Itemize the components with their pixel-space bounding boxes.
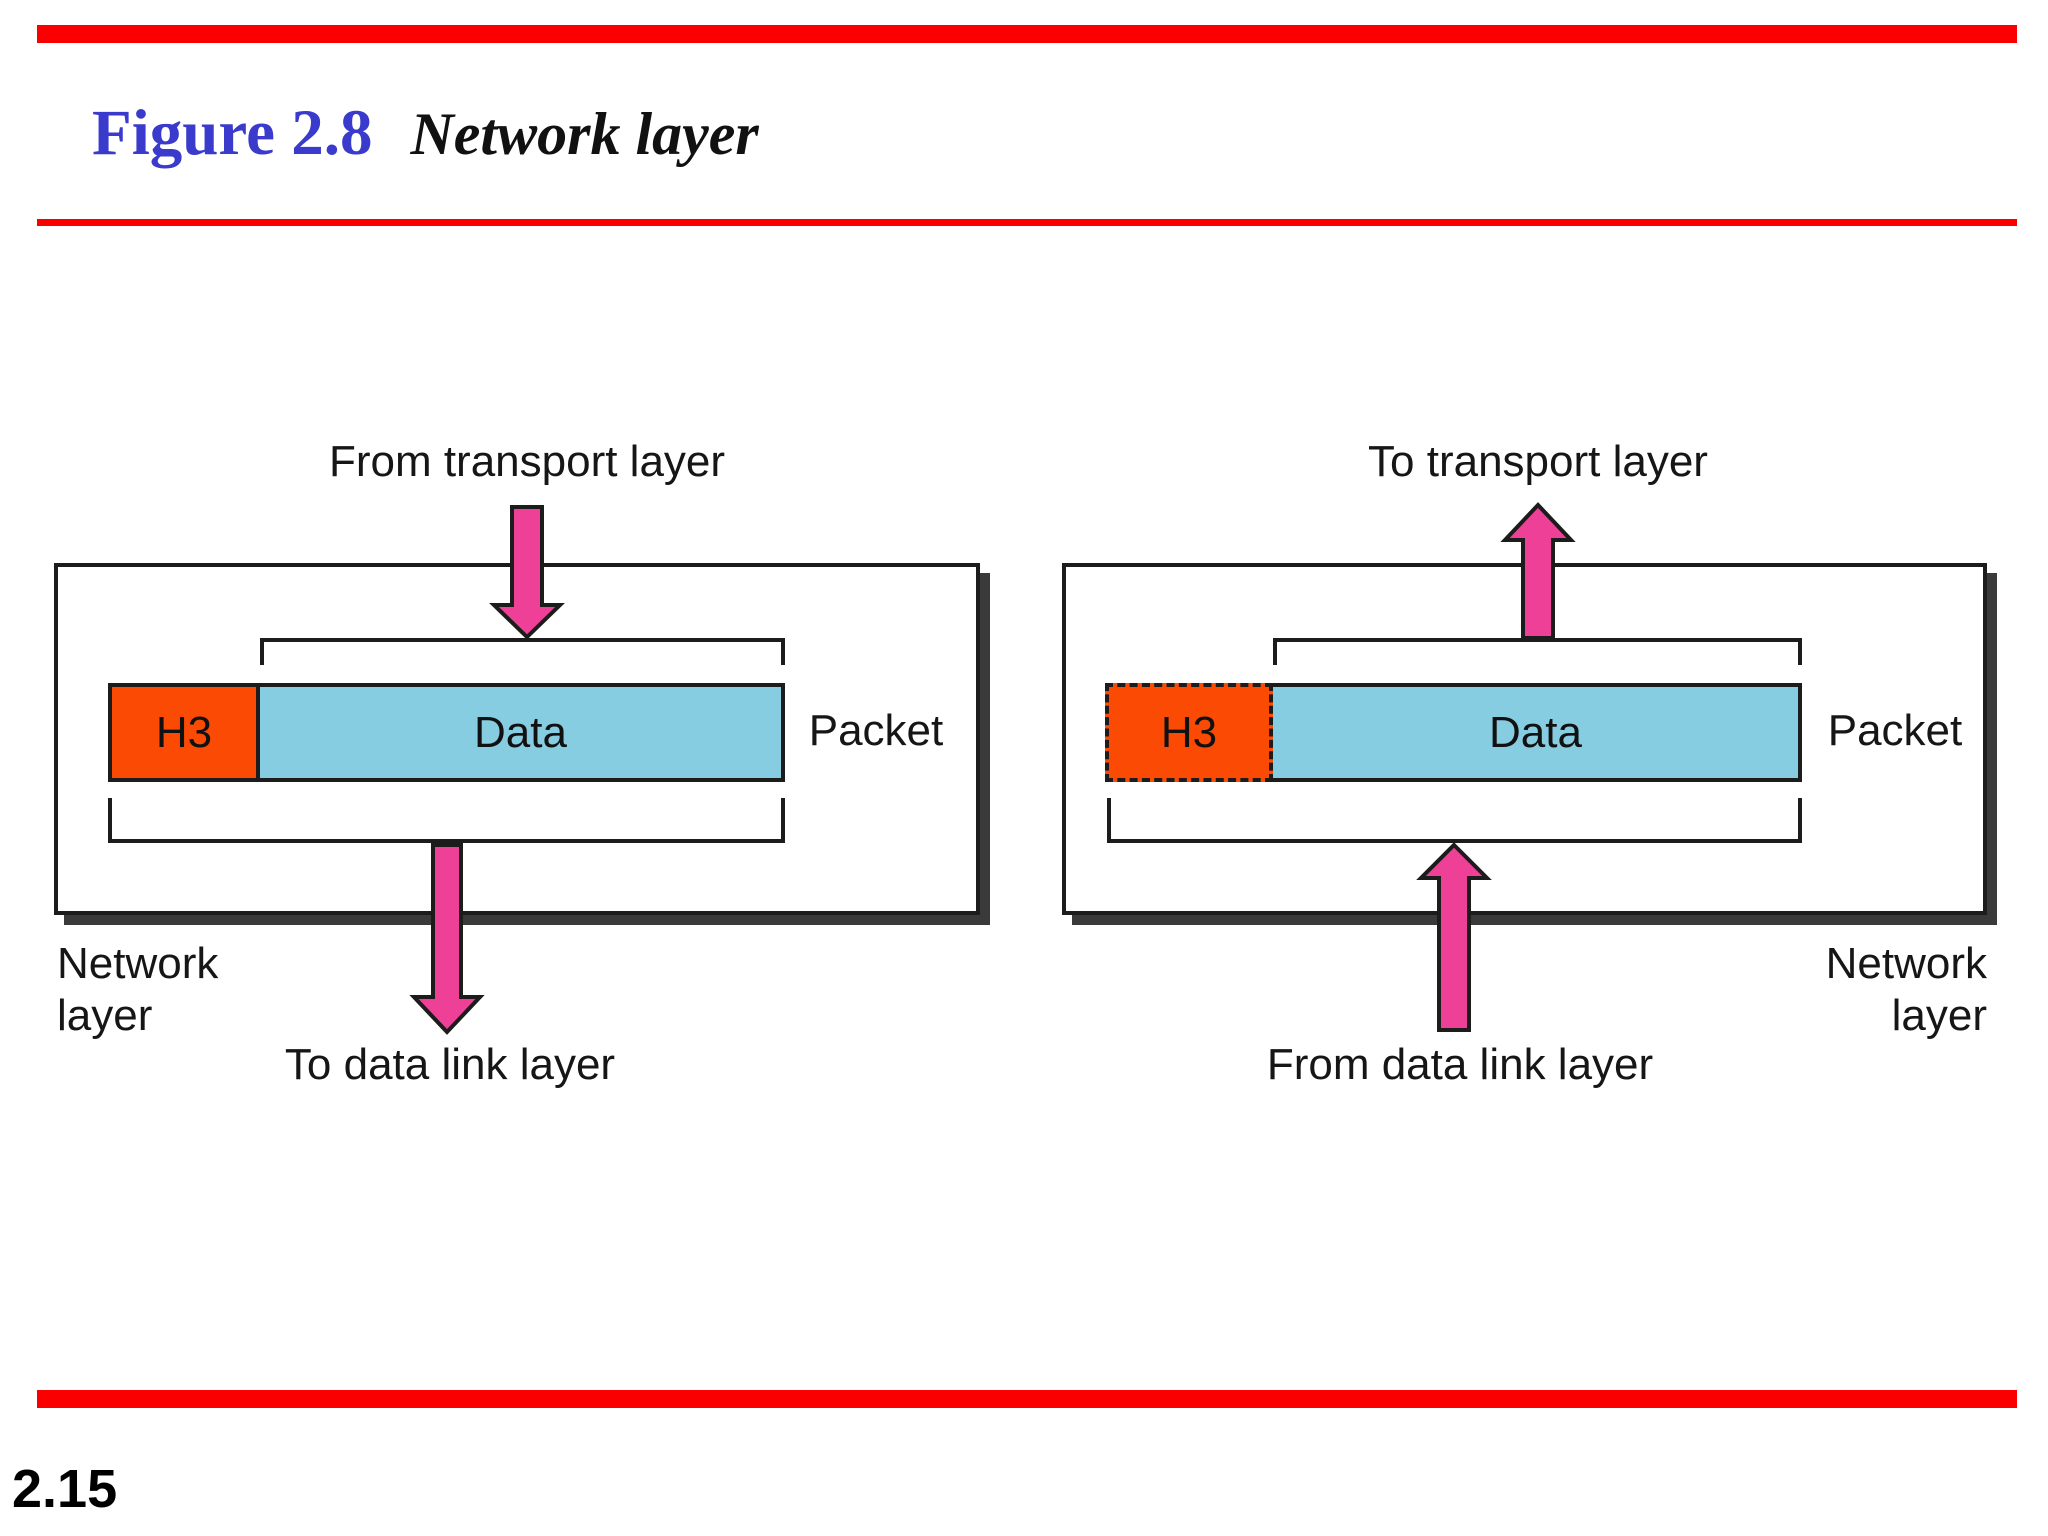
- network-layer-line2: layer: [57, 991, 153, 1040]
- page-number: 2.15: [12, 1459, 118, 1519]
- packet-label: Packet: [808, 706, 944, 755]
- from-transport-layer-label: From transport layer: [328, 437, 726, 486]
- data-cell: Data: [1269, 683, 1802, 782]
- top-accent-bar: [37, 25, 2017, 43]
- figure-title: Network layer: [410, 101, 759, 167]
- slide-title: Figure 2.8 Network layer: [92, 96, 759, 171]
- to-transport-layer-label: To transport layer: [1368, 437, 1708, 486]
- network-layer-label-right: Network layer: [1667, 938, 1987, 1042]
- figure-label: Figure 2.8: [92, 97, 373, 169]
- title-rule: [37, 219, 2017, 226]
- h3-header-cell-dashed: H3: [1105, 683, 1273, 782]
- bottom-accent-bar: [37, 1390, 2017, 1408]
- to-data-link-layer-label: To data link layer: [284, 1040, 616, 1089]
- network-layer-label-left: Network layer: [57, 938, 377, 1042]
- packet-bracket-bottom-left: [108, 798, 785, 843]
- network-layer-line1: Network: [57, 939, 219, 988]
- from-data-link-layer-label: From data link layer: [1266, 1040, 1654, 1089]
- h3-header-cell: H3: [108, 683, 260, 782]
- data-bracket-top-left: [260, 638, 785, 665]
- network-layer-line2: layer: [1891, 991, 1987, 1040]
- data-bracket-top-right: [1273, 638, 1802, 665]
- packet-bracket-bottom-right: [1107, 798, 1802, 843]
- network-layer-line1: Network: [1825, 939, 1987, 988]
- packet-label: Packet: [1827, 706, 1963, 755]
- data-cell: Data: [256, 683, 785, 782]
